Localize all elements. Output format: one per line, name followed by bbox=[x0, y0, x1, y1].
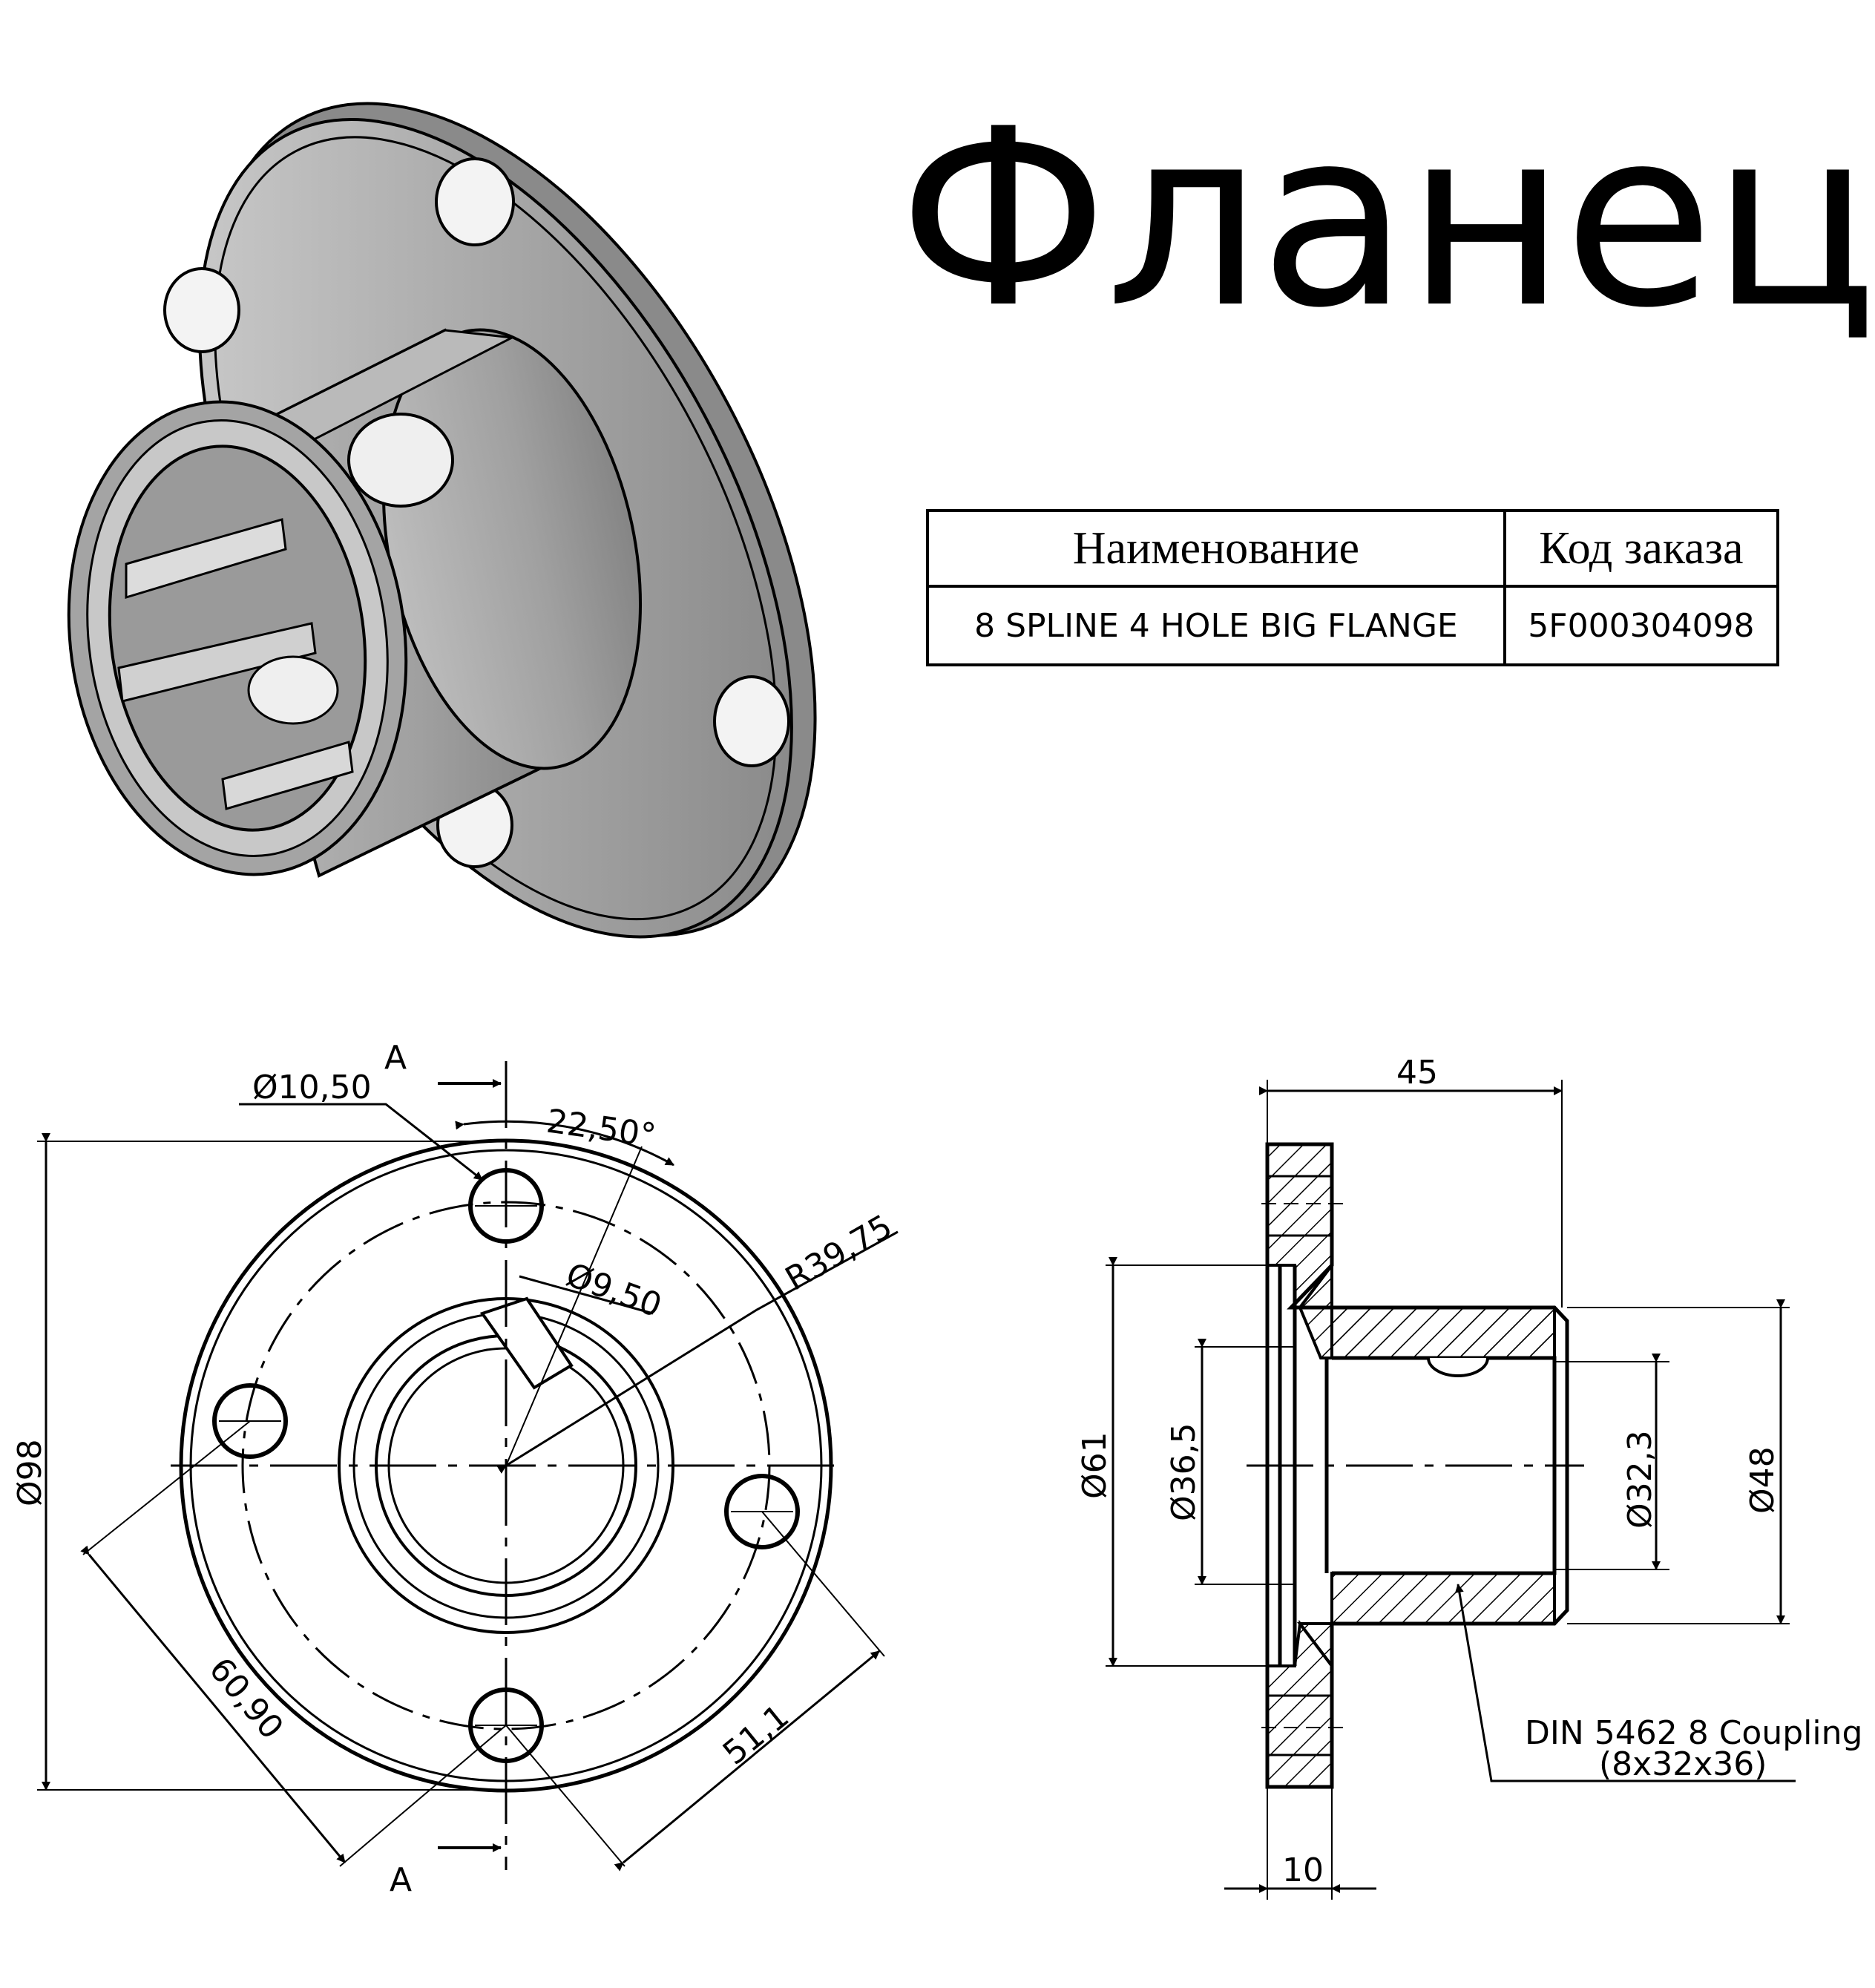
front-view bbox=[37, 1061, 899, 1871]
bolt-hole bbox=[724, 1474, 800, 1549]
section-mark-top: A bbox=[384, 1039, 407, 1077]
length-label: 45 bbox=[1396, 1054, 1438, 1092]
isometric-view bbox=[67, 102, 817, 939]
part-name: 8 SPLINE 4 HOLE BIG FLANGE bbox=[926, 585, 1506, 666]
diag-dim-2-label: 51,1 bbox=[716, 1697, 796, 1772]
bolt-hole bbox=[212, 1383, 288, 1459]
outer-dia-label: Ø98 bbox=[11, 1439, 49, 1506]
coupling-note-line1: DIN 5462 8 Coupling bbox=[1525, 1714, 1862, 1752]
cross-hole bbox=[347, 413, 454, 508]
spec-table: Наименование Код заказа 8 SPLINE 4 HOLE … bbox=[926, 509, 1780, 666]
header-name: Наименование bbox=[926, 509, 1506, 588]
thickness-label: 10 bbox=[1282, 1851, 1324, 1889]
drawing-title: Фланец bbox=[898, 76, 1875, 361]
flange-hole bbox=[435, 157, 515, 246]
coupling-note-line2: (8x32x36) bbox=[1599, 1745, 1767, 1783]
radius-label: R39,75 bbox=[779, 1207, 899, 1298]
hub-dia-label: Ø48 bbox=[1744, 1446, 1782, 1514]
flange-hole bbox=[713, 675, 790, 767]
section-view bbox=[1106, 1080, 1796, 1900]
order-code: 5F000304098 bbox=[1503, 585, 1780, 666]
hole-dia-label: Ø10,50 bbox=[252, 1069, 372, 1106]
section-mark-bottom: A bbox=[390, 1861, 412, 1899]
header-order-code: Код заказа bbox=[1503, 509, 1780, 588]
bore-dia-label: Ø36,5 bbox=[1165, 1423, 1203, 1521]
flange-dia-label: Ø61 bbox=[1076, 1431, 1114, 1499]
flange-hole bbox=[163, 267, 240, 353]
inner-dia-label: Ø32,3 bbox=[1621, 1430, 1659, 1529]
